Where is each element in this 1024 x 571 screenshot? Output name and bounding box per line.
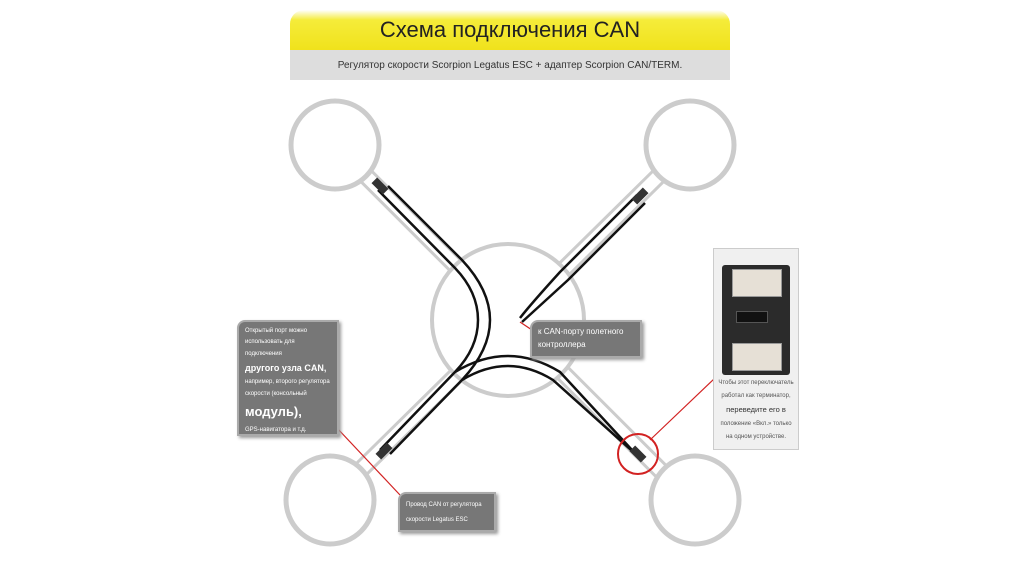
note-line: GPS-навигатора и т.д.	[245, 426, 307, 433]
note-line: контроллера	[538, 339, 586, 349]
fc-port-note: к CAN-порту полетного контроллера	[530, 320, 642, 358]
terminator-switch	[736, 311, 768, 323]
open-port-note: Открытый порт можно использовать для подк…	[237, 320, 339, 436]
terminator-highlight	[617, 433, 659, 475]
note-line: Чтобы этот переключатель	[718, 380, 794, 386]
note-line: работал как терминатор,	[721, 392, 791, 399]
note-line: Открытый порт можно	[245, 328, 308, 334]
note-line: положение «Вкл.» только	[720, 420, 792, 427]
note-line: переведите его в	[726, 405, 786, 415]
note-line: другого узла CAN,	[245, 363, 327, 374]
note-line: использовать для подключения	[245, 339, 295, 357]
motor-rear-right	[648, 453, 742, 547]
note-line: например, второго регулятора	[245, 379, 330, 386]
motor-front-left	[288, 98, 382, 192]
motor-rear-left	[283, 453, 377, 547]
note-line: модуль),	[245, 404, 302, 420]
note-line: к CAN-порту полетного	[538, 327, 624, 336]
motor-front-right	[643, 98, 737, 192]
note-line: скорости Legatus ESC	[406, 517, 468, 523]
note-line: скорости (консольный	[245, 390, 307, 397]
esc-wire-note: Провод CAN от регулятора скорости Legatus…	[398, 492, 496, 532]
diagram-title: Схема подключения CAN	[290, 10, 730, 50]
can-wires	[377, 185, 646, 459]
note-line: Провод CAN от регулятора	[406, 502, 482, 508]
can-term-adapter-photo: Чтобы этот переключатель работал как терм…	[713, 248, 799, 450]
terminator-note: Чтобы этот переключатель работал как терм…	[714, 377, 798, 443]
diagram-subtitle: Регулятор скорости Scorpion Legatus ESC …	[290, 50, 730, 80]
note-line: на одном устройстве.	[725, 433, 787, 440]
